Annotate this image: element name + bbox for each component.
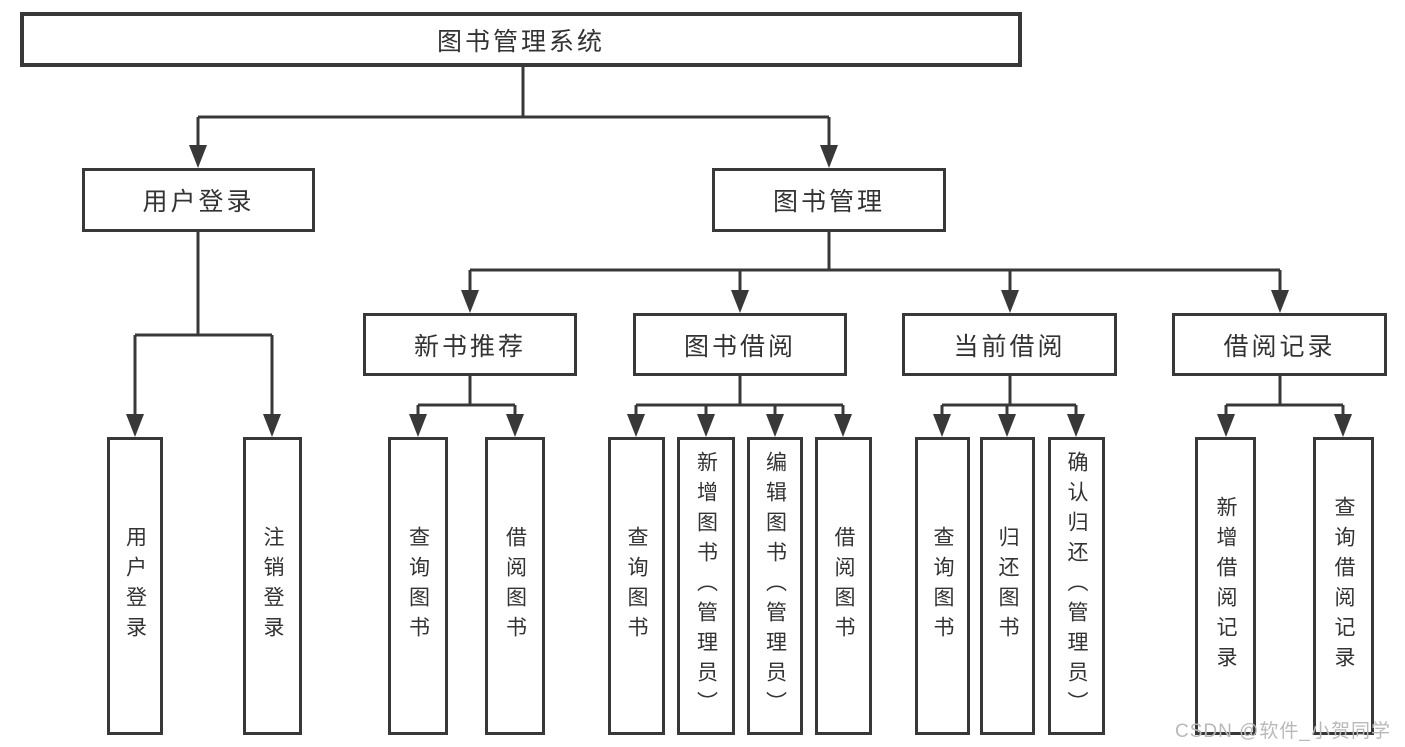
connector-book-management-children <box>461 232 1289 313</box>
connector-borrowing-records-children <box>1217 376 1352 437</box>
leaf-borrowing-add: 新增图书（管理员） <box>677 437 735 735</box>
leaf-current-return: 归还图书 <box>980 437 1035 735</box>
node-current-borrowing-label: 当前借阅 <box>953 332 1066 361</box>
leaf-borrowing-query-label: 查询图书 <box>625 526 648 646</box>
leaf-records-add: 新增借阅记录 <box>1195 437 1256 735</box>
leaf-user-login-label: 用户登录 <box>123 526 147 646</box>
csdn-watermark: CSDN @软件_小贺同学 <box>1175 721 1391 742</box>
leaf-current-confirm-return-label: 确认归还（管理员） <box>1065 451 1088 721</box>
arrowhead-icon <box>263 414 281 437</box>
node-user-login-label: 用户登录 <box>142 188 255 216</box>
node-new-book-recommend-label: 新书推荐 <box>413 332 526 361</box>
leaf-newbook-borrow-label: 借阅图书 <box>503 526 527 646</box>
node-book-management-label: 图书管理 <box>772 188 885 216</box>
leaf-logout-label: 注销登录 <box>261 526 284 646</box>
arrowhead-icon <box>126 414 144 437</box>
leaf-borrowing-add-label: 新增图书（管理员） <box>694 451 718 721</box>
connector-current-borrowing-children <box>933 376 1085 437</box>
leaf-user-login: 用户登录 <box>107 437 163 735</box>
connector-new-book-children <box>409 376 524 437</box>
node-book-borrowing: 图书借阅 <box>633 313 847 376</box>
connector-book-borrowing-children <box>627 376 852 437</box>
node-book-management: 图书管理 <box>712 168 946 232</box>
leaf-current-query: 查询图书 <box>915 437 970 735</box>
arrowhead-icon <box>189 145 207 168</box>
arrowhead-icon <box>933 414 951 437</box>
arrowhead-icon <box>1001 290 1019 313</box>
arrowhead-icon <box>998 414 1016 437</box>
leaf-current-query-label: 查询图书 <box>931 526 954 646</box>
connector-user-login-children <box>126 232 281 437</box>
arrowhead-icon <box>506 414 524 437</box>
node-user-login: 用户登录 <box>82 168 315 232</box>
node-current-borrowing: 当前借阅 <box>902 313 1117 376</box>
arrowhead-icon <box>697 414 715 437</box>
leaf-records-query-label: 查询借阅记录 <box>1332 496 1355 676</box>
arrowhead-icon <box>1334 414 1352 437</box>
leaf-records-query: 查询借阅记录 <box>1313 437 1374 735</box>
leaf-newbook-query: 查询图书 <box>388 437 448 735</box>
node-root-label: 图书管理系统 <box>436 27 605 56</box>
arrowhead-icon <box>1217 414 1235 437</box>
arrowhead-icon <box>461 290 479 313</box>
arrowhead-icon <box>409 414 427 437</box>
arrowhead-icon <box>1067 414 1085 437</box>
leaf-records-add-label: 新增借阅记录 <box>1214 496 1237 676</box>
leaf-borrowing-query: 查询图书 <box>608 437 665 735</box>
leaf-newbook-query-label: 查询图书 <box>406 526 430 646</box>
arrowhead-icon <box>627 414 645 437</box>
leaf-current-return-label: 归还图书 <box>996 526 1019 646</box>
arrowhead-icon <box>834 414 852 437</box>
leaf-current-confirm-return: 确认归还（管理员） <box>1048 437 1105 735</box>
leaf-logout: 注销登录 <box>243 437 302 735</box>
node-borrowing-records: 借阅记录 <box>1172 313 1387 376</box>
arrowhead-icon <box>766 414 784 437</box>
leaf-borrowing-edit-label: 编辑图书（管理员） <box>763 451 787 721</box>
leaf-borrowing-borrow: 借阅图书 <box>815 437 872 735</box>
connector-root-to-level2 <box>189 67 838 168</box>
leaf-borrowing-borrow-label: 借阅图书 <box>832 526 855 646</box>
arrowhead-icon <box>820 145 838 168</box>
leaf-newbook-borrow: 借阅图书 <box>485 437 545 735</box>
node-new-book-recommend: 新书推荐 <box>363 313 577 376</box>
arrowhead-icon <box>1271 290 1289 313</box>
node-book-borrowing-label: 图书借阅 <box>683 332 796 361</box>
node-borrowing-records-label: 借阅记录 <box>1223 332 1336 361</box>
arrowhead-icon <box>731 290 749 313</box>
leaf-borrowing-edit: 编辑图书（管理员） <box>747 437 803 735</box>
node-root: 图书管理系统 <box>20 12 1022 67</box>
